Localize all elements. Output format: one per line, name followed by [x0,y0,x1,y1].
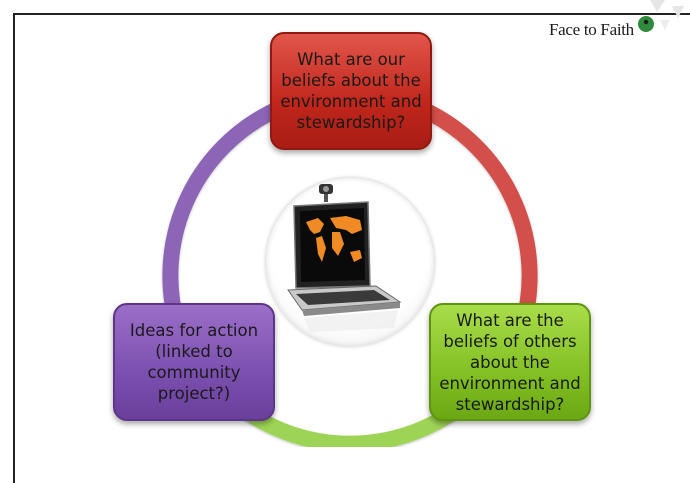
cycle-node-own-beliefs: What are our beliefs about the environme… [270,32,432,150]
ring-arc-purple [162,98,293,336]
ring-arc-red [407,98,538,336]
node-text: What are our beliefs about the environme… [280,50,422,132]
slide-frame [13,13,690,483]
center-circle [266,178,434,346]
cycle-node-ideas-for-action: Ideas for action (linked to community pr… [113,303,275,421]
face-to-faith-logo-icon [638,16,654,32]
node-text: Ideas for action (linked to community pr… [129,321,259,403]
brand-logo-text: Face to Faith [549,20,634,39]
ring-arc-green [239,404,461,452]
node-text: What are the beliefs of others about the… [439,310,581,414]
corner-decoration [650,0,684,30]
laptop-world-map-icon [287,184,402,332]
cycle-node-others-beliefs: What are the beliefs of others about the… [429,303,591,421]
